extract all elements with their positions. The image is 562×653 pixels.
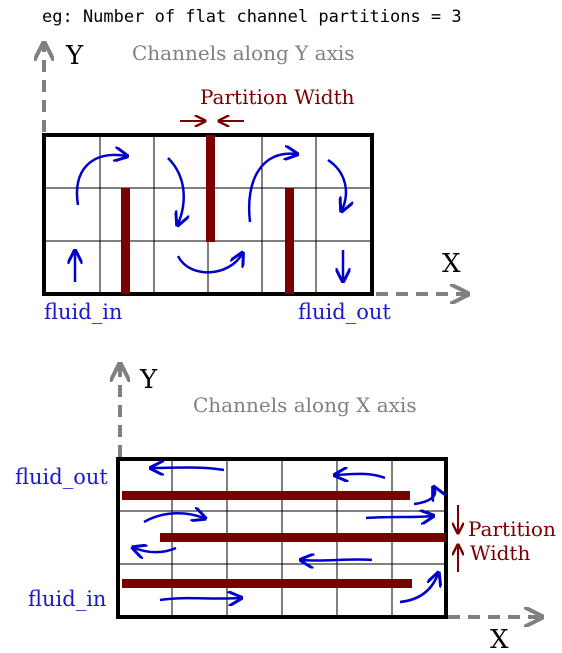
- top-inlet-label: fluid_in: [44, 300, 122, 324]
- top-x-axis-label: X: [442, 249, 461, 279]
- bottom-partition-2: [160, 533, 446, 542]
- bottom-outlet-label: fluid_out: [15, 465, 108, 489]
- bottom-inlet-label: fluid_in: [28, 587, 106, 611]
- bottom-flow-arrow: [302, 559, 373, 560]
- bottom-y-axis-label: Y: [139, 365, 158, 395]
- top-partition-label: Partition Width: [200, 85, 355, 109]
- bottom-flow-arrow: [399, 574, 438, 604]
- bottom-flow-arrows: [134, 468, 438, 603]
- bottom-partition-1: [122, 491, 410, 500]
- bottom-flow-arrow: [152, 468, 225, 471]
- top-flow-arrow: [327, 158, 346, 210]
- top-flow-arrow: [176, 254, 242, 274]
- top-partition-1: [121, 188, 130, 294]
- bottom-partition-label-1: Partition: [468, 517, 556, 541]
- bottom-flow-arrow: [159, 598, 240, 600]
- caption: eg: Number of flat channel partitions = …: [42, 7, 462, 27]
- bottom-partition-3: [122, 579, 412, 588]
- bottom-flow-arrow: [143, 513, 204, 524]
- top-flow-arrow: [75, 155, 126, 206]
- bottom-flow-arrow: [365, 516, 432, 518]
- bottom-flow-arrow: [413, 488, 435, 506]
- top-title: Channels along Y axis: [132, 41, 355, 65]
- bottom-title: Channels along X axis: [193, 393, 417, 417]
- bottom-partition-label-2: Width: [470, 541, 530, 565]
- top-outlet-label: fluid_out: [298, 300, 391, 324]
- top-flow-arrow: [167, 157, 184, 224]
- bottom-flow-arrow: [336, 474, 386, 478]
- bottom-x-axis-label: X: [490, 625, 509, 653]
- bottom-flow-arrow: [134, 548, 177, 552]
- top-flow-arrow: [247, 154, 296, 223]
- bottom-diagram: Y X Channels along X axis: [15, 365, 556, 653]
- top-partition-3: [285, 188, 294, 294]
- top-y-axis-label: Y: [65, 41, 84, 71]
- top-diagram: Y X Channels along Y axis Partition Widt…: [44, 41, 466, 324]
- top-flow-arrows: [75, 154, 346, 282]
- top-partition-2: [206, 135, 215, 242]
